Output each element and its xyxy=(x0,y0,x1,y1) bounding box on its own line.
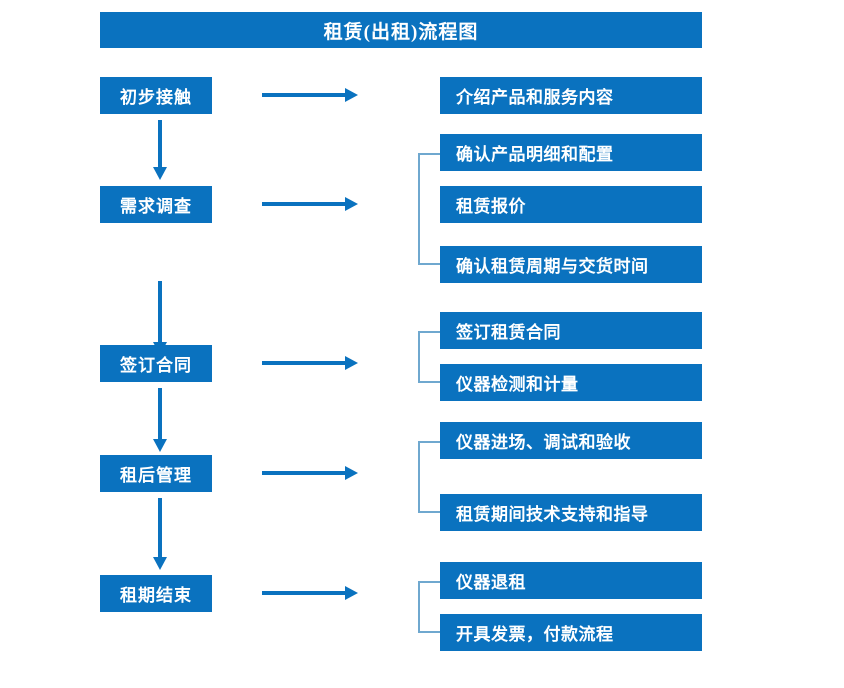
arrow-head xyxy=(345,356,358,370)
arrow-head xyxy=(345,466,358,480)
arrow-down-3 xyxy=(153,388,167,452)
detail-box-3-1: 签订租赁合同 xyxy=(440,312,702,349)
arrow-head xyxy=(153,557,167,570)
diagram-title: 租赁(出租)流程图 xyxy=(100,12,702,48)
detail-box-2-2: 租赁报价 xyxy=(440,186,702,223)
arrow-head xyxy=(345,197,358,211)
stage-box-1: 初步接触 xyxy=(100,77,212,114)
stage-box-4: 租后管理 xyxy=(100,455,212,492)
stage-box-5: 租期结束 xyxy=(100,575,212,612)
group-bracket-3 xyxy=(418,331,440,383)
stage-box-2: 需求调查 xyxy=(100,186,212,223)
arrow-down-4 xyxy=(153,498,167,570)
arrow-right-2 xyxy=(262,197,358,211)
detail-box-5-2: 开具发票，付款流程 xyxy=(440,614,702,651)
detail-box-5-1: 仪器退租 xyxy=(440,562,702,599)
arrow-head xyxy=(153,439,167,452)
arrow-head xyxy=(345,586,358,600)
group-bracket-4 xyxy=(418,441,440,513)
arrow-right-1 xyxy=(262,88,358,102)
arrow-shaft xyxy=(158,120,162,167)
arrow-down-2 xyxy=(153,281,167,355)
arrow-shaft xyxy=(262,471,346,475)
arrow-shaft xyxy=(158,498,162,557)
arrow-shaft xyxy=(262,202,346,206)
detail-box-3-2: 仪器检测和计量 xyxy=(440,364,702,401)
group-bracket-2 xyxy=(418,153,440,265)
arrow-shaft xyxy=(158,281,162,342)
detail-box-4-2: 租赁期间技术支持和指导 xyxy=(440,494,702,531)
detail-box-4-1: 仪器进场、调试和验收 xyxy=(440,422,702,459)
arrow-shaft xyxy=(262,591,346,595)
arrow-shaft xyxy=(262,361,346,365)
detail-box-2-1: 确认产品明细和配置 xyxy=(440,134,702,171)
arrow-head xyxy=(153,167,167,180)
group-bracket-5 xyxy=(418,581,440,633)
detail-box-1-1: 介绍产品和服务内容 xyxy=(440,77,702,114)
arrow-head xyxy=(345,88,358,102)
arrow-right-3 xyxy=(262,356,358,370)
stage-box-3: 签订合同 xyxy=(100,345,212,382)
arrow-right-5 xyxy=(262,586,358,600)
arrow-shaft xyxy=(262,93,346,97)
arrow-right-4 xyxy=(262,466,358,480)
detail-box-2-3: 确认租赁周期与交货时间 xyxy=(440,246,702,283)
arrow-down-1 xyxy=(153,120,167,180)
arrow-shaft xyxy=(158,388,162,439)
